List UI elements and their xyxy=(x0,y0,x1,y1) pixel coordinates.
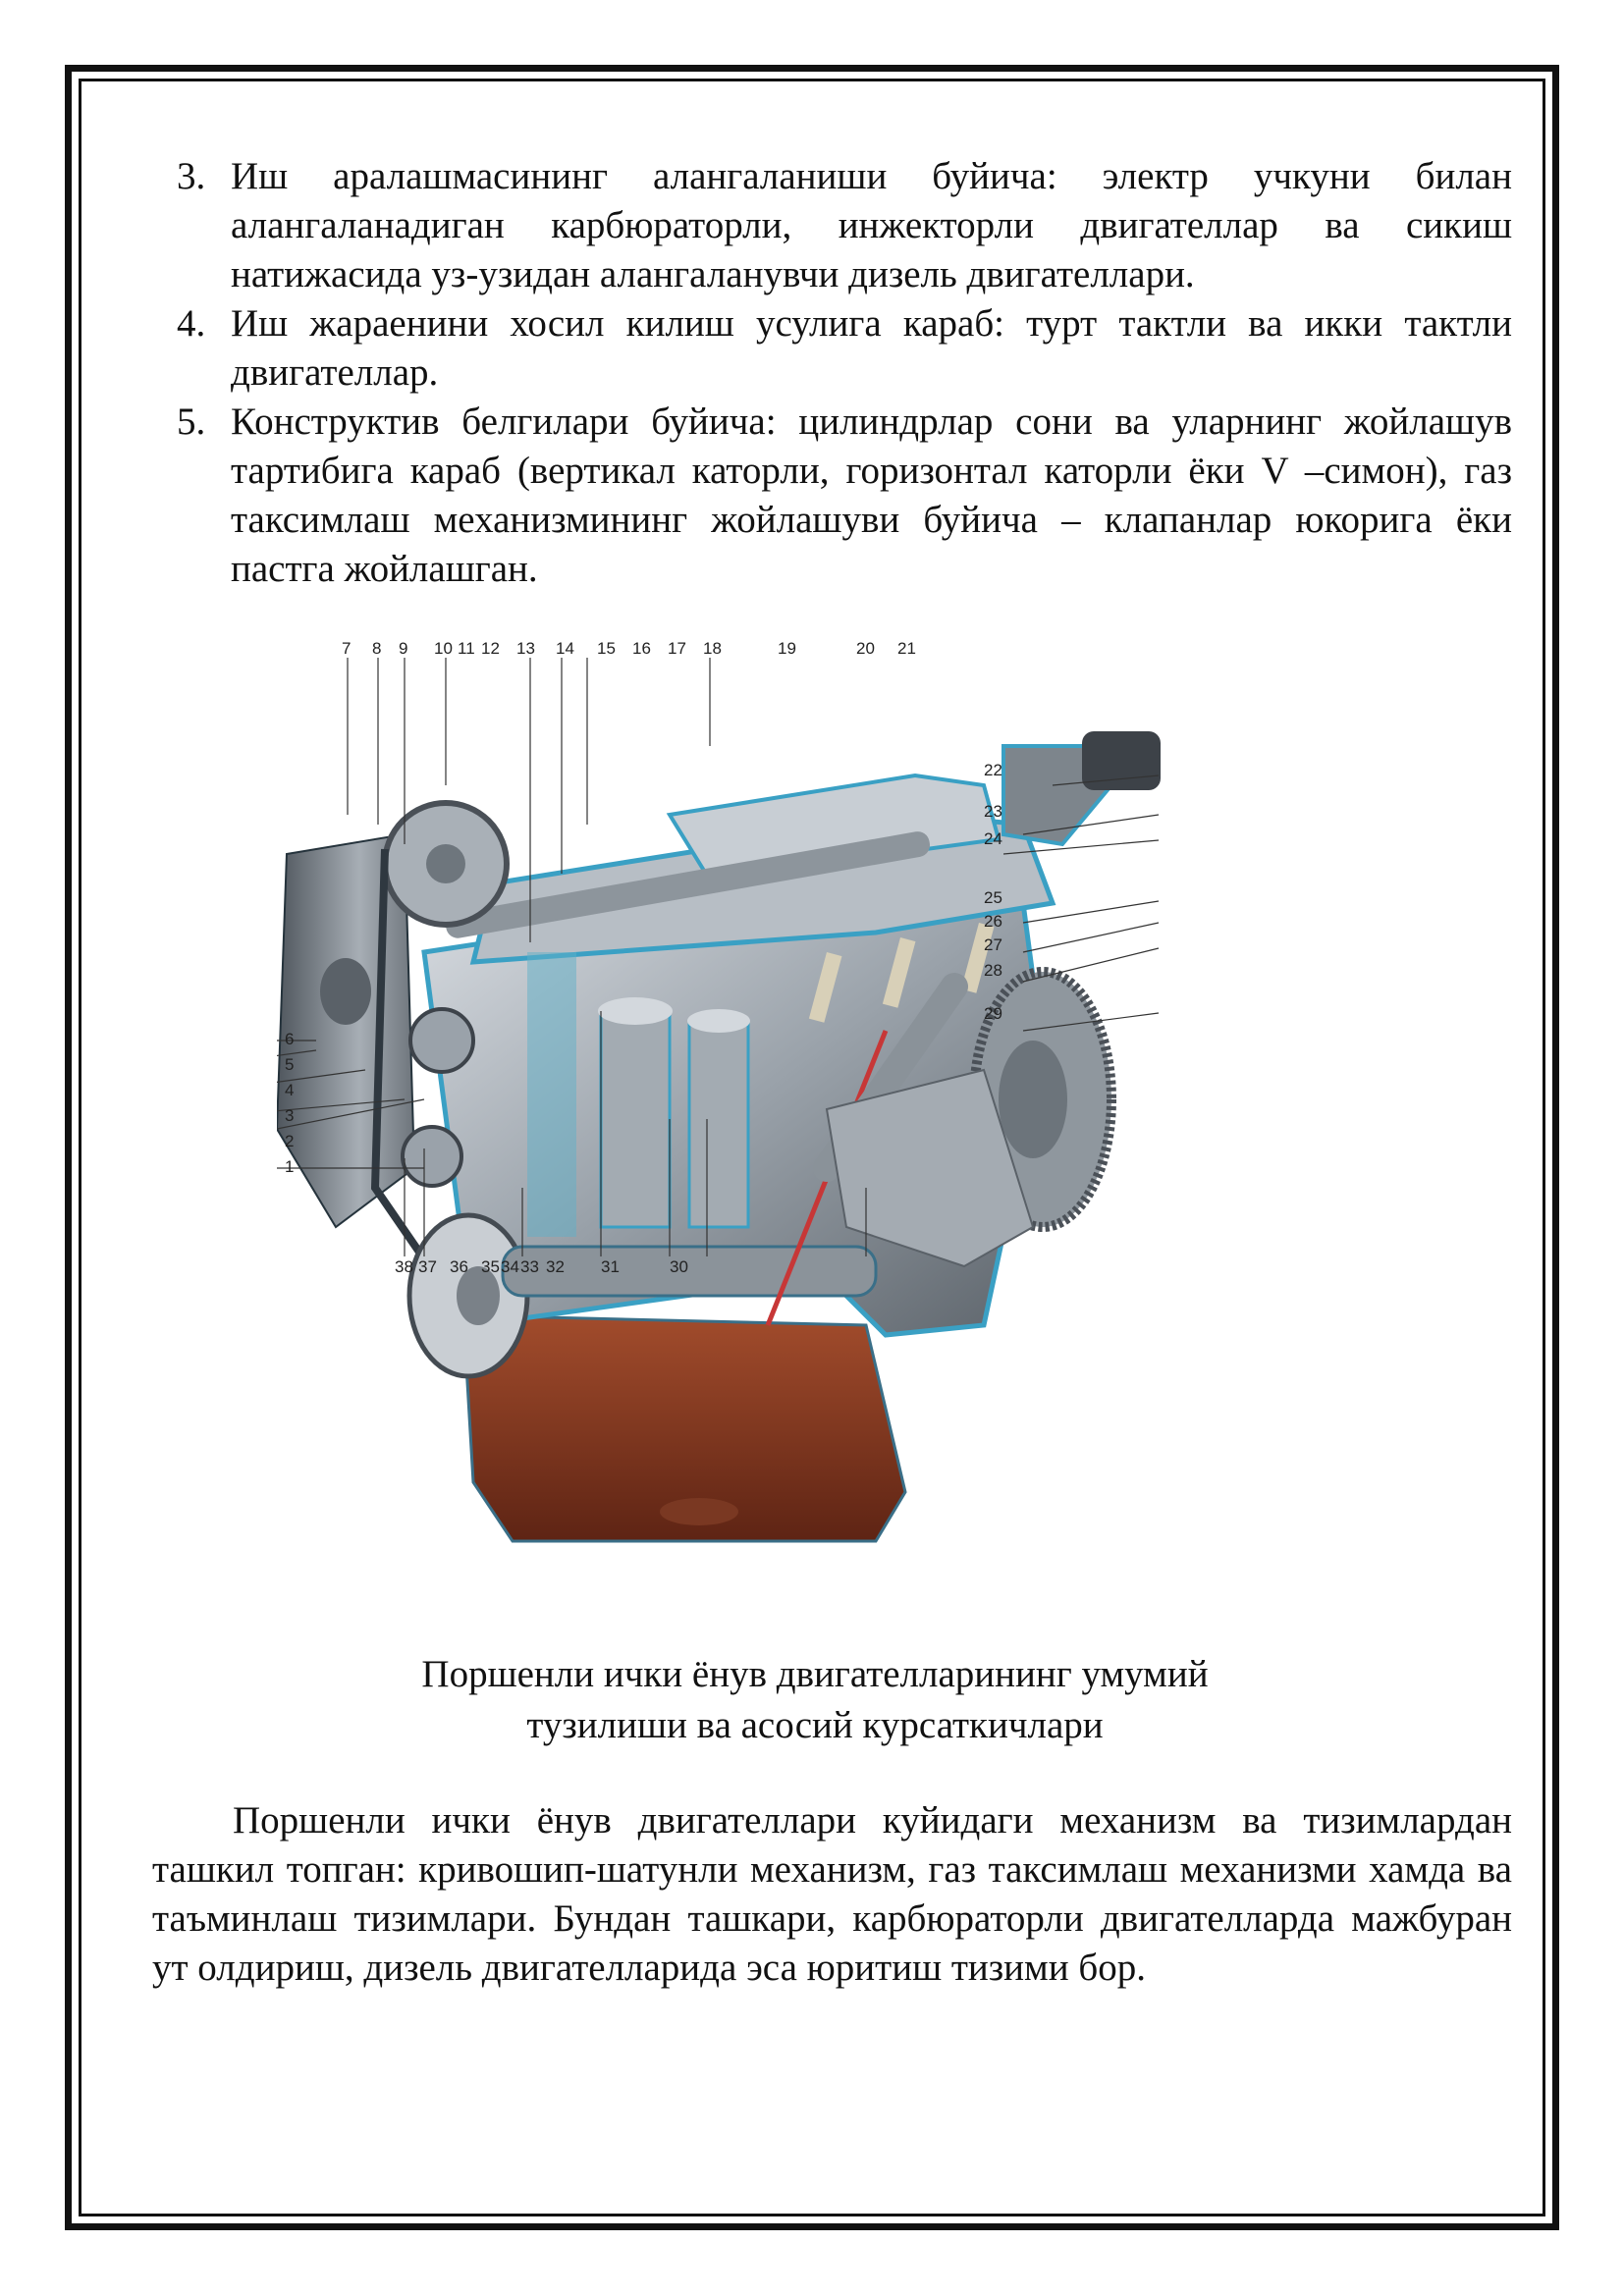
engine-cutaway-figure: 7 8 9 10 11 12 13 14 15 16 17 18 19 20 2… xyxy=(277,638,1406,1610)
label: 18 xyxy=(703,639,722,658)
label: 13 xyxy=(516,639,535,658)
label: 35 xyxy=(481,1257,500,1276)
label: 8 xyxy=(372,639,381,658)
label: 28 xyxy=(984,961,1002,980)
page-border-outer xyxy=(65,65,1559,2230)
figure-caption: Поршенли ички ёнув двигателларининг умум… xyxy=(324,1649,1306,1751)
label: 4 xyxy=(285,1081,294,1099)
label: 11 xyxy=(458,639,475,658)
label: 21 xyxy=(897,639,916,658)
label: 24 xyxy=(984,829,1002,848)
label: 30 xyxy=(670,1257,688,1276)
label: 37 xyxy=(418,1257,437,1276)
engine-illustration: 7 8 9 10 11 12 13 14 15 16 17 18 19 20 2… xyxy=(277,639,1161,1543)
label: 1 xyxy=(285,1157,294,1176)
label: 17 xyxy=(668,639,686,658)
label: 29 xyxy=(984,1004,1002,1023)
label: 26 xyxy=(984,912,1002,931)
figure-top-labels: 7 8 9 10 11 12 13 14 15 16 17 18 19 20 2… xyxy=(342,639,916,658)
label: 16 xyxy=(632,639,651,658)
list-item-text: Конструктив белгилари буйича: цилиндрлар… xyxy=(231,400,1512,590)
list-item-text: Иш аралашмасининг алангаланиши буйича: э… xyxy=(231,155,1512,295)
label: 6 xyxy=(285,1030,294,1048)
label: 12 xyxy=(481,639,500,658)
label: 9 xyxy=(399,639,407,658)
label: 25 xyxy=(984,888,1002,907)
label: 2 xyxy=(285,1132,294,1150)
label: 5 xyxy=(285,1055,294,1074)
label: 22 xyxy=(984,761,1002,779)
body-paragraph: Поршенли ички ёнув двигателлари куйидаги… xyxy=(152,1799,1512,1989)
caption-line-2: тузилиши ва асосий курсаткичлари xyxy=(526,1704,1104,1746)
label: 7 xyxy=(342,639,351,658)
label: 31 xyxy=(601,1257,620,1276)
label: 15 xyxy=(597,639,616,658)
figure-bottom-labels: 38 37 36 35 34 33 32 31 30 xyxy=(395,1257,688,1276)
label: 3 xyxy=(285,1106,294,1125)
caption-line-1: Поршенли ички ёнув двигателларининг умум… xyxy=(421,1653,1209,1695)
list-item: 5. Конструктив белгилари буйича: цилиндр… xyxy=(177,398,1512,594)
figure-left-labels: 6 5 4 3 2 1 xyxy=(285,1030,294,1176)
label: 38 xyxy=(395,1257,413,1276)
label: 23 xyxy=(984,802,1002,821)
list-item: 3. Иш аралашмасининг алангаланиши буйича… xyxy=(177,152,1512,299)
list-item-number: 4. xyxy=(177,302,206,345)
label: 36 xyxy=(450,1257,468,1276)
label: 33 xyxy=(520,1257,539,1276)
label: 19 xyxy=(778,639,796,658)
label: 14 xyxy=(556,639,574,658)
list-item-text: Иш жараенини хосил килиш усулига караб: … xyxy=(231,302,1512,394)
page-border-inner xyxy=(79,79,1545,2216)
label: 32 xyxy=(546,1257,565,1276)
classification-list: 3. Иш аралашмасининг алангаланиши буйича… xyxy=(177,152,1512,594)
label: 27 xyxy=(984,935,1002,954)
label: 20 xyxy=(856,639,875,658)
label: 10 xyxy=(434,639,453,658)
list-item: 4. Иш жараенини хосил килиш усулига кара… xyxy=(177,299,1512,398)
list-item-number: 3. xyxy=(177,155,206,197)
list-item-number: 5. xyxy=(177,400,206,443)
figure-right-labels: 22 23 24 25 26 27 28 29 xyxy=(984,761,1002,1023)
label: 34 xyxy=(501,1257,519,1276)
